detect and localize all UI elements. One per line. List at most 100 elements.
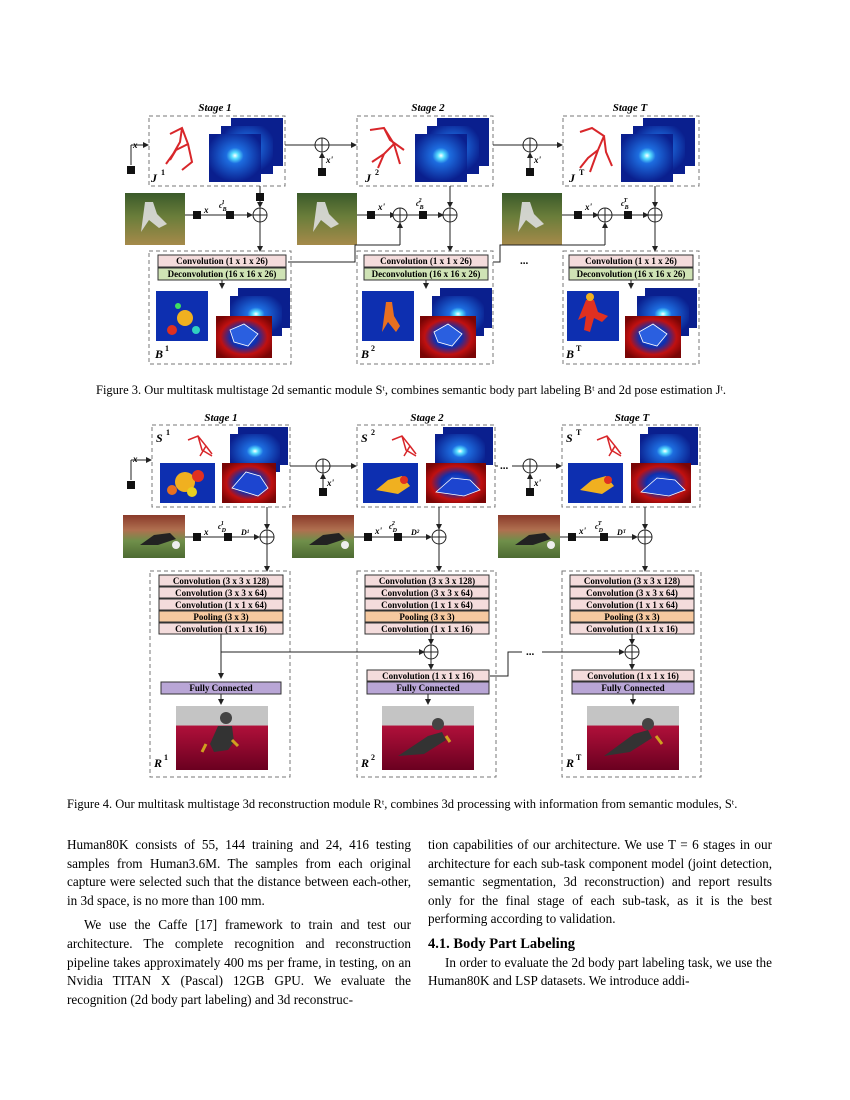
svg-text:1: 1 [161, 168, 165, 177]
fig4-s2-conv16 [366, 669, 490, 682]
left-paragraph-2: We use the Caffe [17] framework to train… [67, 917, 411, 1007]
fig3-bt-label: B [565, 347, 574, 361]
fig3-j1-box [148, 115, 286, 187]
fig4-r1-label: R [153, 756, 162, 770]
fig4-render-2 [382, 706, 474, 770]
fig4-s1-layer-3 [158, 598, 284, 611]
fig4-st-layer-1 [569, 574, 695, 587]
svg-text:x': x' [325, 155, 334, 165]
fig4-s2-layer-3 [364, 598, 490, 611]
svg-text:Fully Connected: Fully Connected [396, 683, 459, 693]
svg-text:x': x' [584, 202, 593, 212]
svg-text:x': x' [374, 526, 383, 536]
svg-text:2: 2 [371, 428, 375, 437]
fig3-jt-box [562, 115, 700, 187]
fig4-s1-label: S [156, 431, 163, 445]
fig4-s2-layer-1 [364, 574, 490, 587]
svg-text:Convolution (1 x 1 x 16): Convolution (1 x 1 x 16) [381, 624, 473, 634]
svg-text:2: 2 [371, 344, 375, 353]
svg-text:Convolution (3 x 3 x 64): Convolution (3 x 3 x 64) [381, 588, 473, 598]
fig4-st-layer-2 [569, 586, 695, 599]
right-paragraph-2: In order to evaluate the 2d body part la… [428, 954, 772, 989]
svg-text:Convolution (1 x 1 x 64): Convolution (1 x 1 x 64) [175, 600, 267, 610]
fig4-s1-pooling [158, 610, 284, 623]
fig3-j2-label: J [364, 171, 372, 185]
svg-text:cBT: cBT [621, 198, 629, 211]
svg-text:cB2: cB2 [416, 198, 424, 211]
fig4-seg-2 [363, 463, 486, 503]
fig3-ellipsis: ... [520, 255, 529, 267]
svg-text:cB1: cB1 [219, 200, 227, 213]
svg-text:Deconvolution (16 x 16 x 26): Deconvolution (16 x 16 x 26) [577, 269, 686, 279]
fig3-b2-box [356, 250, 494, 365]
svg-text:Convolution (3 x 3 x 64): Convolution (3 x 3 x 64) [175, 588, 267, 598]
svg-text:D¹: D¹ [240, 528, 250, 537]
fig3-j2-box [356, 115, 494, 187]
fig3-skeleton-2 [369, 126, 405, 169]
fig3-jt-label: J [568, 171, 576, 185]
svg-text:Convolution (3 x 3 x 128): Convolution (3 x 3 x 128) [584, 576, 680, 586]
fig4-s2-pooling [364, 610, 490, 623]
svg-text:Convolution (1 x 1 x 16): Convolution (1 x 1 x 16) [587, 671, 679, 681]
right-paragraph-1: tion capabilities of our architecture. W… [428, 837, 772, 927]
fig4-st-conv16 [571, 669, 695, 682]
fig3-stage-2-label: Stage 2 [411, 102, 445, 114]
fig4-st-layer-3 [569, 598, 695, 611]
svg-text:T: T [579, 168, 585, 177]
fig3-heatmaps-1 [209, 118, 283, 182]
fig4-s2-layer-2 [364, 586, 490, 599]
fig4-seg-t [568, 463, 691, 503]
svg-text:Fully Connected: Fully Connected [189, 683, 252, 693]
fig3-b1-box [148, 250, 292, 365]
fig3-b2-label: B [360, 347, 369, 361]
fig4-st-pooling [569, 610, 695, 623]
svg-text:T: T [576, 753, 582, 762]
svg-text:x: x [203, 205, 209, 215]
svg-text:x': x' [377, 202, 386, 212]
svg-text:x': x' [326, 478, 335, 488]
svg-text:Convolution (1 x 1 x 16): Convolution (1 x 1 x 16) [586, 624, 678, 634]
svg-text:Convolution (1 x 1 x 16): Convolution (1 x 1 x 16) [382, 671, 474, 681]
svg-text:T: T [576, 344, 582, 353]
fig3-bt-box [562, 250, 700, 365]
svg-text:D²: D² [410, 528, 420, 537]
fig3-b1-label: B [154, 347, 163, 361]
section-heading: 4.1. Body Part Labeling [428, 935, 576, 952]
svg-text:Convolution (1 x 1 x 26): Convolution (1 x 1 x 26) [380, 256, 472, 266]
fig3-skeleton-t [579, 126, 613, 173]
left-paragraph-1: Human80K consists of 55, 144 training an… [67, 837, 411, 908]
fig3-heatmaps-t [621, 118, 695, 182]
svg-text:Convolution (3 x 3 x 64): Convolution (3 x 3 x 64) [586, 588, 678, 598]
fig4-stage-2-label: Stage 2 [410, 412, 444, 424]
fig4-s2-label: S [361, 431, 368, 445]
fig3-stage-1-label: Stage 1 [198, 102, 231, 114]
right-column: tion capabilities of our architecture. W… [428, 836, 772, 991]
figures: Stage 1 Stage 2 Stage T J 1 J 2 J T [123, 102, 702, 778]
fig4-r2-label: R [360, 756, 369, 770]
svg-text:Convolution (3 x 3 x 128): Convolution (3 x 3 x 128) [173, 576, 269, 586]
svg-text:Convolution (1 x 1 x 26): Convolution (1 x 1 x 26) [176, 256, 268, 266]
fig4-seg-1 [160, 463, 276, 503]
svg-text:2: 2 [371, 753, 375, 762]
svg-text:x: x [203, 527, 209, 537]
fig4-rt-box [561, 570, 702, 778]
figure-4-caption: Figure 4. Our multitask multistage 3d re… [67, 797, 738, 811]
svg-text:Convolution (1 x 1 x 16): Convolution (1 x 1 x 16) [175, 624, 267, 634]
figure-4: Stage 1 Stage 2 Stage T S 1 S 2 S T [123, 412, 702, 778]
fig4-s2-layer-5 [364, 622, 490, 635]
svg-text:1: 1 [166, 428, 170, 437]
figure-3-caption: Figure 3. Our multitask multistage 2d se… [96, 383, 726, 397]
fig3-conv-1 [157, 254, 287, 268]
svg-text:Pooling (3 x 3): Pooling (3 x 3) [604, 612, 659, 622]
fig3-skeleton-1 [165, 126, 194, 171]
fig4-stage-t-label: Stage T [615, 412, 651, 424]
svg-text:Deconvolution (16 x 16 x 26): Deconvolution (16 x 16 x 26) [372, 269, 481, 279]
svg-text:Deconvolution (16 x 16 x 26): Deconvolution (16 x 16 x 26) [168, 269, 277, 279]
fig3-conv-t [568, 254, 694, 268]
svg-text:cD2: cD2 [389, 521, 398, 534]
svg-text:x: x [132, 454, 138, 464]
fig4-render-1 [176, 706, 268, 770]
fig3-heatmaps-2 [415, 118, 489, 182]
svg-text:Convolution (3 x 3 x 128): Convolution (3 x 3 x 128) [379, 576, 475, 586]
svg-text:1: 1 [164, 753, 168, 762]
